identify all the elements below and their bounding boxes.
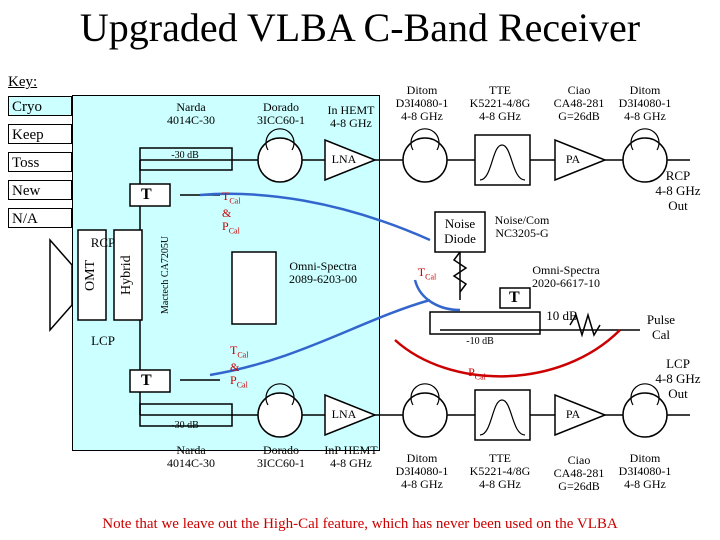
pcal-red-label: PCal bbox=[468, 365, 486, 382]
coupler-mid-db: -10 dB bbox=[466, 336, 494, 347]
coupler-low-db: -30 dB bbox=[171, 420, 199, 431]
attenuator-label: 10 dB bbox=[546, 308, 578, 323]
omt-label: OMT bbox=[83, 259, 98, 291]
coupler-low bbox=[139, 403, 233, 427]
key-item-na: N/A bbox=[8, 208, 72, 228]
switch-mid-label: T bbox=[509, 289, 520, 306]
lna-top-label: LNA bbox=[331, 152, 357, 166]
switch-top-label: T bbox=[141, 186, 152, 203]
tcal-mid-label: TCal bbox=[417, 265, 437, 282]
page-title: Upgraded VLBA C-Band Receiver bbox=[79, 5, 641, 50]
switch-low-label: T bbox=[141, 372, 152, 389]
rcp-label: RCP bbox=[90, 235, 116, 250]
footer-note: Note that we leave out the High-Cal feat… bbox=[102, 516, 618, 532]
coupler-top-db: -30 dB bbox=[171, 150, 199, 161]
key-item-new: New bbox=[8, 180, 72, 200]
key-item-toss: Toss bbox=[8, 152, 72, 172]
lna-low-label: LNA bbox=[331, 407, 357, 421]
key-item-cryo: Cryo bbox=[8, 96, 72, 116]
lcp-label: LCP bbox=[91, 333, 115, 348]
key-item-keep: Keep bbox=[8, 124, 72, 144]
coupler-top bbox=[139, 147, 233, 171]
hybrid-label: Hybrid bbox=[119, 255, 134, 295]
tcal-pcal-low-label: TCal&PCal bbox=[230, 343, 249, 390]
key-label: Key: bbox=[8, 74, 38, 90]
mactech-label: Mactech CA7205U bbox=[160, 235, 171, 314]
pa-top-label: PA bbox=[565, 152, 581, 166]
pa-low-label: PA bbox=[565, 407, 581, 421]
tcal-pcal-top-label: TCal&PCal bbox=[222, 189, 241, 236]
